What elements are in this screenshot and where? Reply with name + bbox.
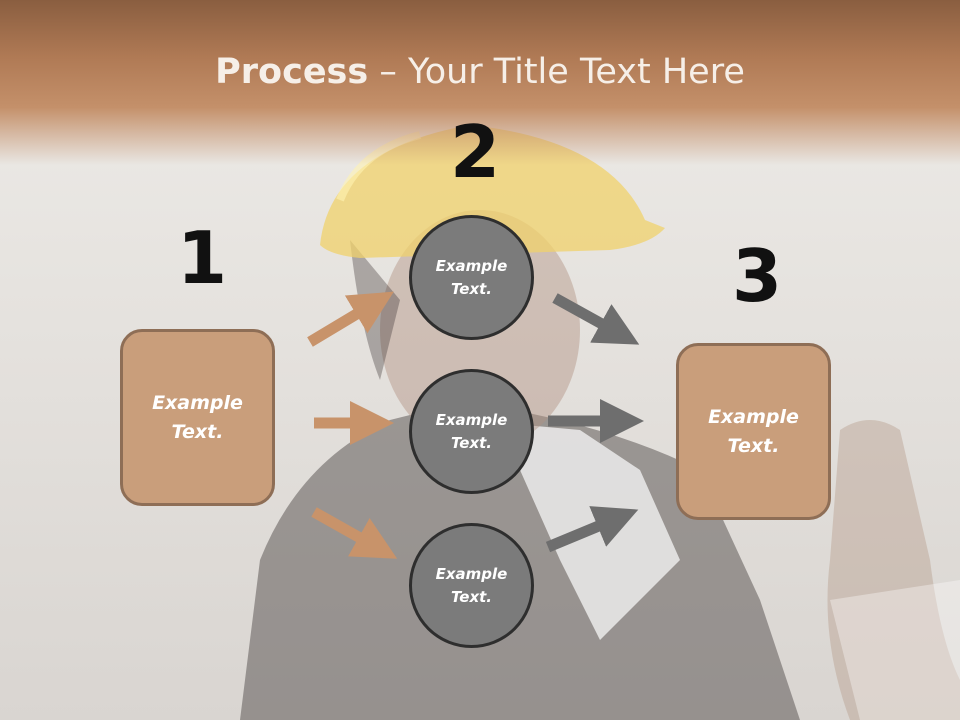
arrow-1-to-circle-bottom [311, 507, 398, 559]
title-band [0, 0, 960, 165]
circle-middle-text-line2: Text. [450, 433, 492, 452]
title-rest-part: – Your Title Text Here [368, 52, 745, 92]
arrow-circle-bottom-to-3 [545, 506, 639, 553]
step-1-text-line1: Example [152, 391, 243, 414]
step-number-1: 1 [177, 216, 228, 300]
circle-top-text-line1: Example [435, 256, 508, 275]
circle-bottom-text-line1: Example [435, 564, 508, 583]
step-3-text-line1: Example [708, 405, 799, 428]
step-3-text-line2: Text. [727, 434, 780, 457]
step-number-3: 3 [732, 234, 783, 318]
slide-title[interactable]: Process – Your Title Text Here [0, 52, 960, 92]
circle-top-text-line2: Text. [450, 279, 492, 298]
arrow-1-to-circle-top [307, 291, 394, 347]
arrow-circle-top-to-3 [552, 293, 640, 345]
title-bold-part: Process [215, 52, 369, 92]
circle-bottom-text-line2: Text. [450, 587, 492, 606]
step-number-2: 2 [450, 110, 501, 194]
circle-middle-text-line1: Example [435, 410, 508, 429]
step-1-text-line2: Text. [171, 420, 224, 443]
